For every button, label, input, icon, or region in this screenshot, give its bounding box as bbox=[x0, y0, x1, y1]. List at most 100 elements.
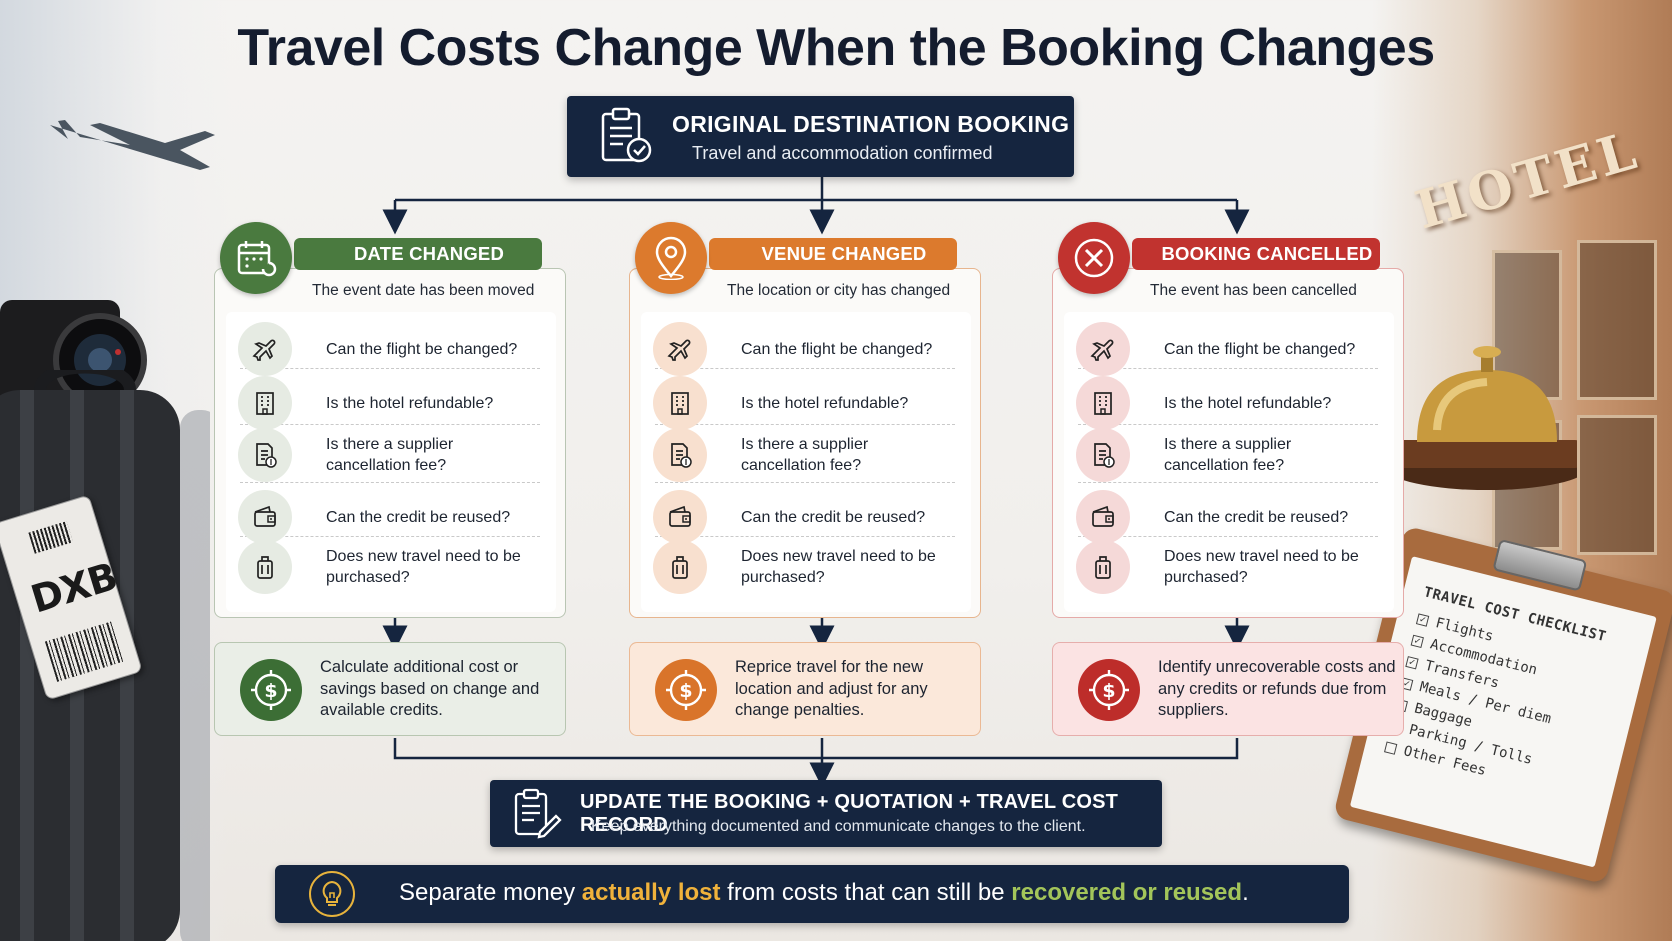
question-divider bbox=[1078, 536, 1378, 537]
column-heading: BOOKING CANCELLED bbox=[1132, 238, 1380, 270]
location-pin-icon bbox=[635, 222, 707, 294]
page-title: Travel Costs Change When the Booking Cha… bbox=[237, 19, 1435, 77]
question-text: Can the credit be reused? bbox=[326, 508, 511, 526]
question-text: Does new travel need to be purchased? bbox=[1164, 548, 1359, 586]
question-divider bbox=[655, 482, 955, 483]
dollar-icon: $ bbox=[240, 659, 302, 721]
document-fee-icon bbox=[1076, 428, 1130, 482]
question-item: Is the hotel refundable? bbox=[641, 376, 961, 430]
question-item: Is there a supplier cancellation fee? bbox=[641, 428, 961, 482]
tip-text: Separate money actually lost from costs … bbox=[399, 879, 1249, 906]
question-item: Is the hotel refundable? bbox=[1064, 376, 1384, 430]
luggage-icon bbox=[238, 540, 292, 594]
building-icon bbox=[653, 376, 707, 430]
luggage-icon bbox=[653, 540, 707, 594]
airplane-icon bbox=[1076, 322, 1130, 376]
question-list: Can the flight be changed? Is the hotel r… bbox=[226, 312, 556, 612]
question-item: Does new travel need to be purchased? bbox=[1064, 540, 1384, 594]
result-text: Reprice travel for the new location and … bbox=[735, 658, 928, 719]
column-date-changed: DATE CHANGED The event date has been mov… bbox=[214, 220, 574, 740]
question-text: Can the flight be changed? bbox=[326, 340, 518, 358]
question-item: Can the flight be changed? bbox=[226, 322, 546, 376]
question-item: Does new travel need to be purchased? bbox=[641, 540, 961, 594]
question-item: Is the hotel refundable? bbox=[226, 376, 546, 430]
luggage-tag-code: DXB bbox=[25, 554, 122, 622]
tip-banner: Separate money actually lost from costs … bbox=[275, 865, 1349, 923]
question-divider bbox=[1078, 482, 1378, 483]
document-edit-icon bbox=[514, 788, 562, 839]
service-bell-photo bbox=[1387, 346, 1577, 490]
column-heading: VENUE CHANGED bbox=[709, 238, 957, 270]
question-list: Can the flight be changed? Is the hotel r… bbox=[641, 312, 971, 612]
original-booking-box: ORIGINAL DESTINATION BOOKING Travel and … bbox=[567, 96, 1074, 177]
column-heading: DATE CHANGED bbox=[294, 238, 542, 270]
calendar-icon bbox=[220, 222, 292, 294]
question-text: Is the hotel refundable? bbox=[741, 394, 909, 412]
clipboard-check-icon bbox=[601, 107, 652, 163]
question-divider bbox=[655, 536, 955, 537]
column-venue-changed: VENUE CHANGED The location or city has c… bbox=[629, 220, 989, 740]
document-fee-icon bbox=[238, 428, 292, 482]
svg-text:$: $ bbox=[1102, 680, 1115, 702]
question-divider bbox=[240, 424, 540, 425]
svg-text:$: $ bbox=[679, 680, 692, 702]
question-item: Can the credit be reused? bbox=[1064, 490, 1384, 544]
origin-title: ORIGINAL DESTINATION BOOKING bbox=[672, 111, 1070, 137]
dollar-icon: $ bbox=[1078, 659, 1140, 721]
result-text: Calculate additional cost or savings bas… bbox=[320, 658, 540, 719]
update-subtitle: Keep everything documented and communica… bbox=[591, 818, 1086, 835]
question-divider bbox=[655, 368, 955, 369]
question-divider bbox=[240, 536, 540, 537]
svg-text:$: $ bbox=[264, 680, 277, 702]
question-item: Can the credit be reused? bbox=[641, 490, 961, 544]
question-item: Is there a supplier cancellation fee? bbox=[226, 428, 546, 482]
update-title: UPDATE THE BOOKING + QUOTATION + TRAVEL … bbox=[580, 791, 1119, 836]
question-item: Can the credit be reused? bbox=[226, 490, 546, 544]
question-text: Is there a supplier cancellation fee? bbox=[1164, 436, 1292, 474]
question-list: Can the flight be changed? Is the hotel r… bbox=[1064, 312, 1394, 612]
question-text: Is there a supplier cancellation fee? bbox=[326, 436, 454, 474]
tip-highlight-recovered: recovered or reused bbox=[1011, 879, 1243, 906]
camera-photo bbox=[0, 300, 147, 410]
question-divider bbox=[240, 368, 540, 369]
lightbulb-icon bbox=[309, 871, 355, 917]
dollar-icon: $ bbox=[655, 659, 717, 721]
origin-subtitle: Travel and accommodation confirmed bbox=[692, 143, 993, 163]
question-item: Can the flight be changed? bbox=[1064, 322, 1384, 376]
question-divider bbox=[240, 482, 540, 483]
document-fee-icon bbox=[653, 428, 707, 482]
question-text: Is the hotel refundable? bbox=[326, 394, 494, 412]
column-subtitle: The event date has been moved bbox=[312, 282, 535, 299]
question-item: Can the flight be changed? bbox=[641, 322, 961, 376]
question-text: Is the hotel refundable? bbox=[1164, 394, 1332, 412]
airplane-icon bbox=[238, 322, 292, 376]
wallet-icon bbox=[653, 490, 707, 544]
wallet-icon bbox=[1076, 490, 1130, 544]
update-record-box: UPDATE THE BOOKING + QUOTATION + TRAVEL … bbox=[490, 780, 1162, 847]
barcode-graphic bbox=[44, 621, 125, 682]
checkbox-icon bbox=[1384, 740, 1398, 755]
question-item: Is there a supplier cancellation fee? bbox=[1064, 428, 1384, 482]
question-text: Is there a supplier cancellation fee? bbox=[741, 436, 869, 474]
question-text: Can the credit be reused? bbox=[741, 508, 926, 526]
column-booking-cancelled: BOOKING CANCELLED The event has been can… bbox=[1052, 220, 1412, 740]
question-divider bbox=[1078, 368, 1378, 369]
cancel-x-icon bbox=[1058, 222, 1130, 294]
column-subtitle: The event has been cancelled bbox=[1150, 282, 1357, 299]
airplane-icon bbox=[653, 322, 707, 376]
question-text: Can the credit be reused? bbox=[1164, 508, 1349, 526]
building-icon bbox=[1076, 376, 1130, 430]
result-box: $ Identify unrecoverable costs and any c… bbox=[1052, 642, 1404, 736]
tip-highlight-lost: actually lost bbox=[581, 879, 721, 906]
building-icon bbox=[238, 376, 292, 430]
barcode-graphic bbox=[28, 521, 74, 554]
question-text: Can the flight be changed? bbox=[741, 340, 933, 358]
wallet-icon bbox=[238, 490, 292, 544]
question-divider bbox=[655, 424, 955, 425]
result-text: Identify unrecoverable costs and any cre… bbox=[1158, 658, 1396, 719]
column-subtitle: The location or city has changed bbox=[727, 282, 951, 299]
result-box: $ Reprice travel for the new location an… bbox=[629, 642, 981, 736]
question-item: Does new travel need to be purchased? bbox=[226, 540, 546, 594]
result-box: $ Calculate additional cost or savings b… bbox=[214, 642, 566, 736]
airplane-photo bbox=[50, 120, 215, 170]
